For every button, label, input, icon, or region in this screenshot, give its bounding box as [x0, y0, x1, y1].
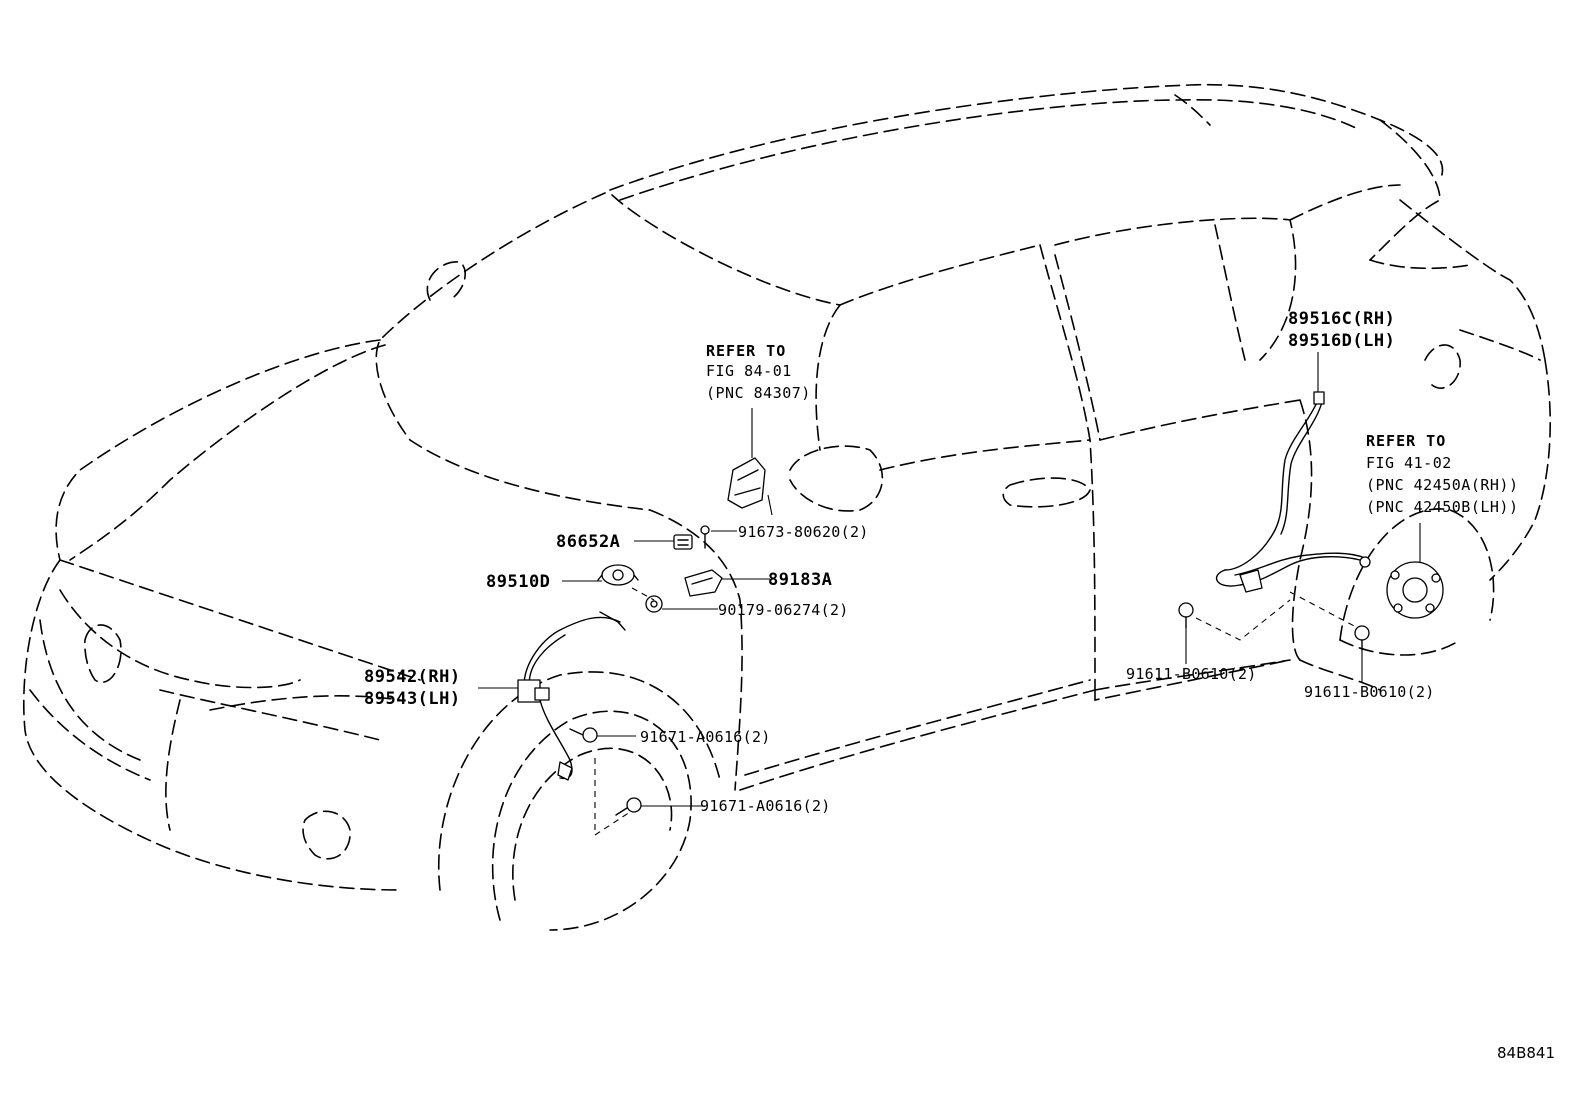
- part-label-90179-06274: 90179-06274(2): [718, 601, 849, 619]
- part-label-86652a: 86652A: [556, 532, 620, 552]
- callout-refer-41-line2: FIG 41-02: [1366, 454, 1452, 472]
- callout-refer-84-line3: (PNC 84307): [706, 384, 811, 402]
- bolt-91671a-sketch: [569, 727, 598, 743]
- callout-refer-41-line4: (PNC 42450B(LH)): [1366, 498, 1519, 516]
- part-label-89543-lh: 89543(LH): [364, 689, 461, 709]
- rear-hub-sketch: [1359, 556, 1444, 619]
- part-label-89516c-rh: 89516C(RH): [1288, 309, 1395, 329]
- part-label-91611-b0610-left: 91611-B0610(2): [1126, 665, 1257, 683]
- callout-refer-41-line1: REFER TO: [1366, 432, 1446, 450]
- part-89510d-sketch: [597, 564, 639, 586]
- callout-refer-fig-84: REFER TO FIG 84-01 (PNC 84307): [706, 342, 811, 402]
- part-label-89516d-lh: 89516D(LH): [1288, 331, 1395, 351]
- callout-refer-84-line1: REFER TO: [706, 342, 786, 360]
- car-body-outline: [22, 83, 1551, 931]
- part-label-89542-rh: 89542(RH): [364, 667, 461, 687]
- part-label-91671-a0616-lower: 91671-A0616(2): [700, 797, 831, 815]
- yaw-rate-sensor-bracket: [727, 457, 773, 516]
- part-86652a-sketch: [673, 534, 693, 550]
- part-label-91611-b0610-right: 91611-B0610(2): [1304, 683, 1435, 701]
- rear-speed-sensor-harness: [1215, 391, 1366, 593]
- bolt-91611a-sketch: [1178, 602, 1194, 629]
- part-89183a-sketch: [684, 569, 723, 597]
- bolt-91673-sketch: [700, 525, 710, 549]
- figure-code: 84B841: [1497, 1044, 1555, 1062]
- part-label-89183a: 89183A: [768, 570, 832, 590]
- leader-lines: [478, 352, 1421, 837]
- callout-refer-84-line2: FIG 84-01: [706, 362, 792, 380]
- front-speed-sensor-harness: [517, 611, 626, 781]
- bolt-91611b-sketch: [1354, 625, 1370, 651]
- nut-90179-sketch: [645, 595, 663, 613]
- part-label-89510d: 89510D: [486, 572, 550, 592]
- callout-refer-41-line3: (PNC 42450A(RH)): [1366, 476, 1519, 494]
- bolt-91671b-sketch: [615, 797, 642, 816]
- callout-refer-fig-41: REFER TO FIG 41-02 (PNC 42450A(RH)) (PNC…: [1366, 432, 1519, 516]
- part-labels: 86652A 91673-80620(2) 89510D 89183A 9017…: [364, 309, 1435, 815]
- part-label-91671-a0616-upper: 91671-A0616(2): [640, 728, 771, 746]
- part-label-91673-80620: 91673-80620(2): [738, 523, 869, 541]
